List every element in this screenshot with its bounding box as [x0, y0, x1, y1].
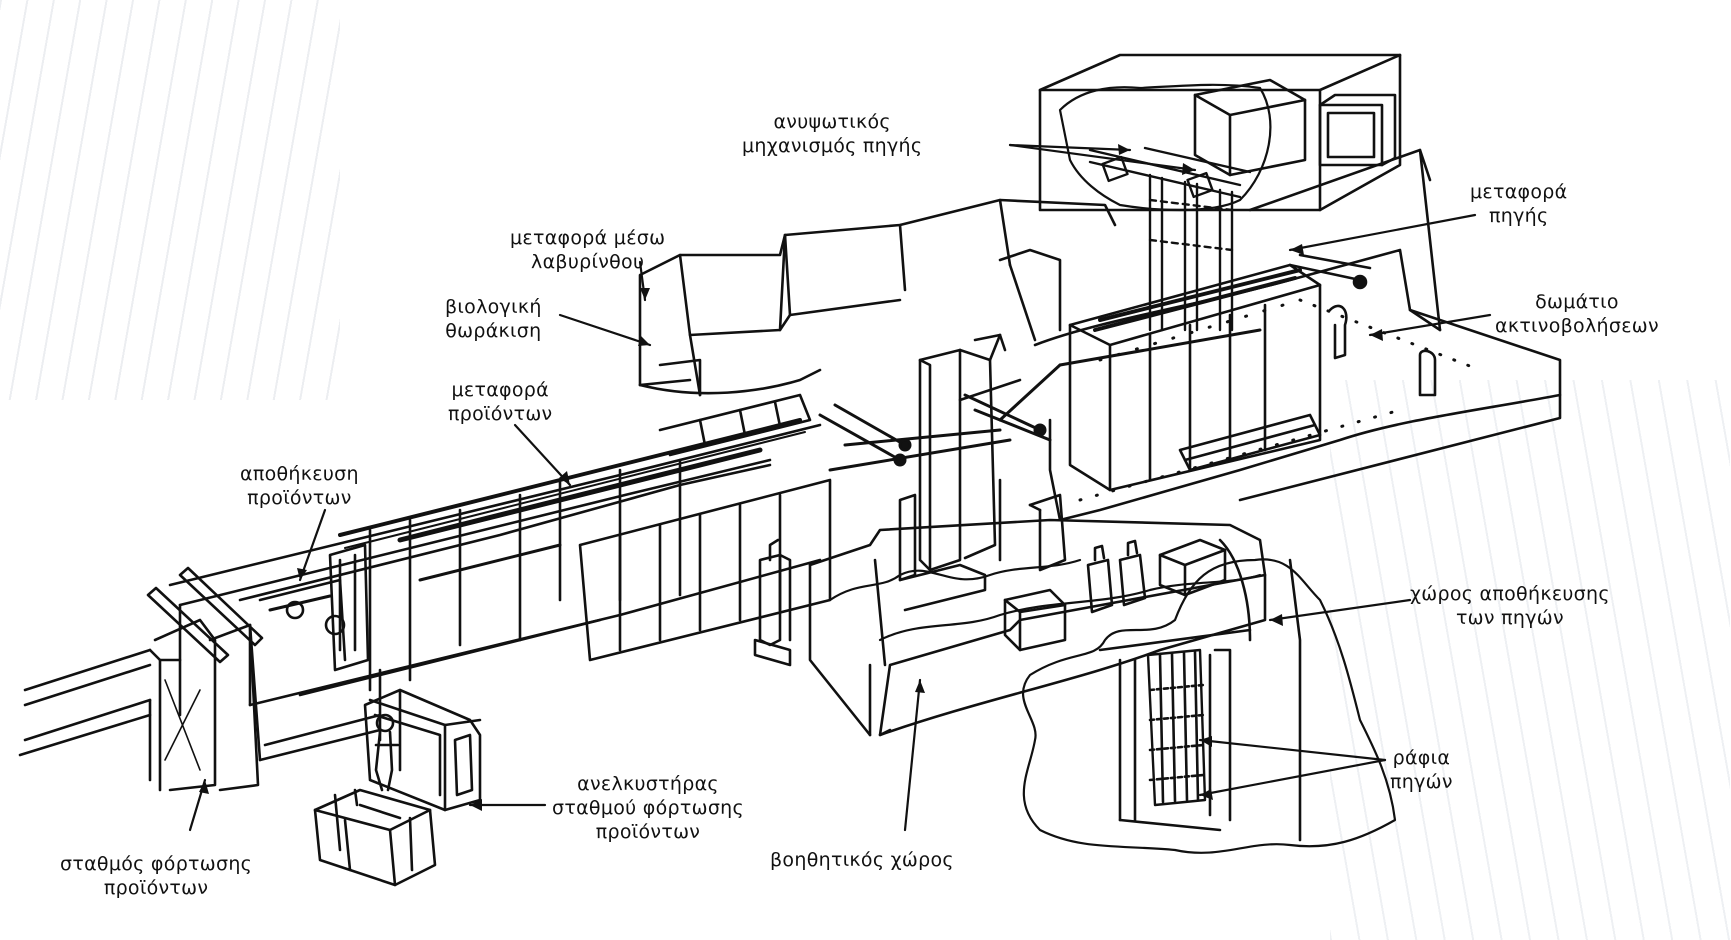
label-product-storage-line2: προϊόντων: [247, 487, 352, 509]
label-source-racks-line1: ράφια: [1392, 747, 1451, 769]
product-boxes: [313, 788, 437, 887]
label-irradiation-room: δωμάτιο ακτινοβολήσεων: [1495, 290, 1659, 338]
label-source-storage-line1: χώρος αποθήκευσης: [1410, 583, 1610, 605]
label-product-transfer: μεταφορά προϊόντων: [448, 378, 552, 426]
label-auxiliary-area-line1: βοηθητικός χώρος: [770, 849, 954, 871]
label-source-racks: ράφια πηγών: [1390, 746, 1453, 794]
leader-auxiliary: [903, 678, 922, 832]
label-product-storage-line1: αποθήκευση: [240, 463, 359, 485]
label-source-storage: χώρος αποθήκευσης των πηγών: [1410, 582, 1610, 630]
leader-source-racks-a: [1198, 738, 1387, 762]
label-source-lift-line1: ανυψωτικός: [773, 111, 891, 133]
biological-shield-roof: [638, 198, 1117, 397]
conveyor-rods: [818, 328, 1262, 472]
label-product-transfer-line2: προϊόντων: [448, 403, 553, 425]
label-source-lift-line2: μηχανισμός πηγής: [742, 135, 923, 157]
leader-product-storage: [298, 508, 327, 582]
label-irradiation-room-line1: δωμάτιο: [1535, 291, 1619, 313]
label-source-transfer-line2: πηγής: [1489, 205, 1549, 227]
label-product-transfer-line1: μεταφορά: [451, 379, 549, 401]
label-loading-elevator: ανελκυστήρας σταθμού φόρτωσης προϊόντων: [552, 772, 744, 844]
product-conveyor-frame: [168, 393, 832, 717]
source-rack-frame: [1068, 253, 1437, 492]
label-product-storage: αποθήκευση προϊόντων: [240, 462, 359, 510]
loading-station: [18, 543, 382, 792]
leader-product-transfer: [513, 423, 572, 487]
label-biological-shield-line1: βιολογική: [445, 296, 542, 318]
label-loading-station-line2: προϊόντων: [103, 877, 209, 899]
leader-source-lift-a: [1008, 143, 1132, 152]
label-source-racks-line2: πηγών: [1390, 771, 1453, 793]
leader-biological-shield: [558, 313, 652, 347]
label-source-lift: ανυψωτικός μηχανισμός πηγής: [742, 110, 922, 158]
label-loading-elevator-line2: σταθμού φόρτωσης: [552, 797, 744, 819]
leader-source-racks-b: [1198, 758, 1387, 797]
label-loading-elevator-line1: ανελκυστήρας: [577, 773, 719, 795]
leader-source-lift-b: [1008, 143, 1197, 172]
elevator-mechanism: [753, 538, 792, 667]
label-loading-station: σταθμός φόρτωσης προϊόντων: [60, 852, 252, 900]
label-source-transfer-line1: μεταφορά: [1470, 181, 1568, 203]
label-labyrinth-transfer: μεταφορά μέσω λαβυρίνθου: [510, 226, 665, 274]
loading-elevator: [363, 688, 482, 812]
label-source-storage-line2: των πηγών: [1455, 607, 1564, 629]
leader-arrowheads: [199, 144, 1383, 811]
label-biological-shield: βιολογική θωράκιση: [445, 295, 542, 343]
label-labyrinth-transfer-line2: λαβυρίνθου: [531, 251, 645, 273]
leader-irradiation-room: [1368, 313, 1492, 337]
label-source-transfer: μεταφορά πηγής: [1470, 180, 1567, 228]
source-storage-pool: [1022, 538, 1397, 854]
leader-lines: [188, 143, 1492, 832]
leader-source-transfer: [1288, 213, 1477, 252]
label-auxiliary-area: βοηθητικός χώρος: [770, 848, 954, 872]
label-loading-station-line1: σταθμός φόρτωσης: [60, 853, 253, 875]
label-loading-elevator-line3: προϊόντων: [595, 821, 701, 843]
source-lift-housing: [1038, 53, 1402, 212]
irradiation-room-walls: [1033, 148, 1562, 522]
label-labyrinth-transfer-line1: μεταφορά μέσω: [510, 227, 666, 249]
auxiliary-area: [808, 493, 1267, 737]
label-irradiation-room-line2: ακτινοβολήσεων: [1495, 315, 1659, 337]
leader-source-storage: [1268, 598, 1412, 622]
label-biological-shield-line2: θωράκιση: [445, 320, 542, 342]
